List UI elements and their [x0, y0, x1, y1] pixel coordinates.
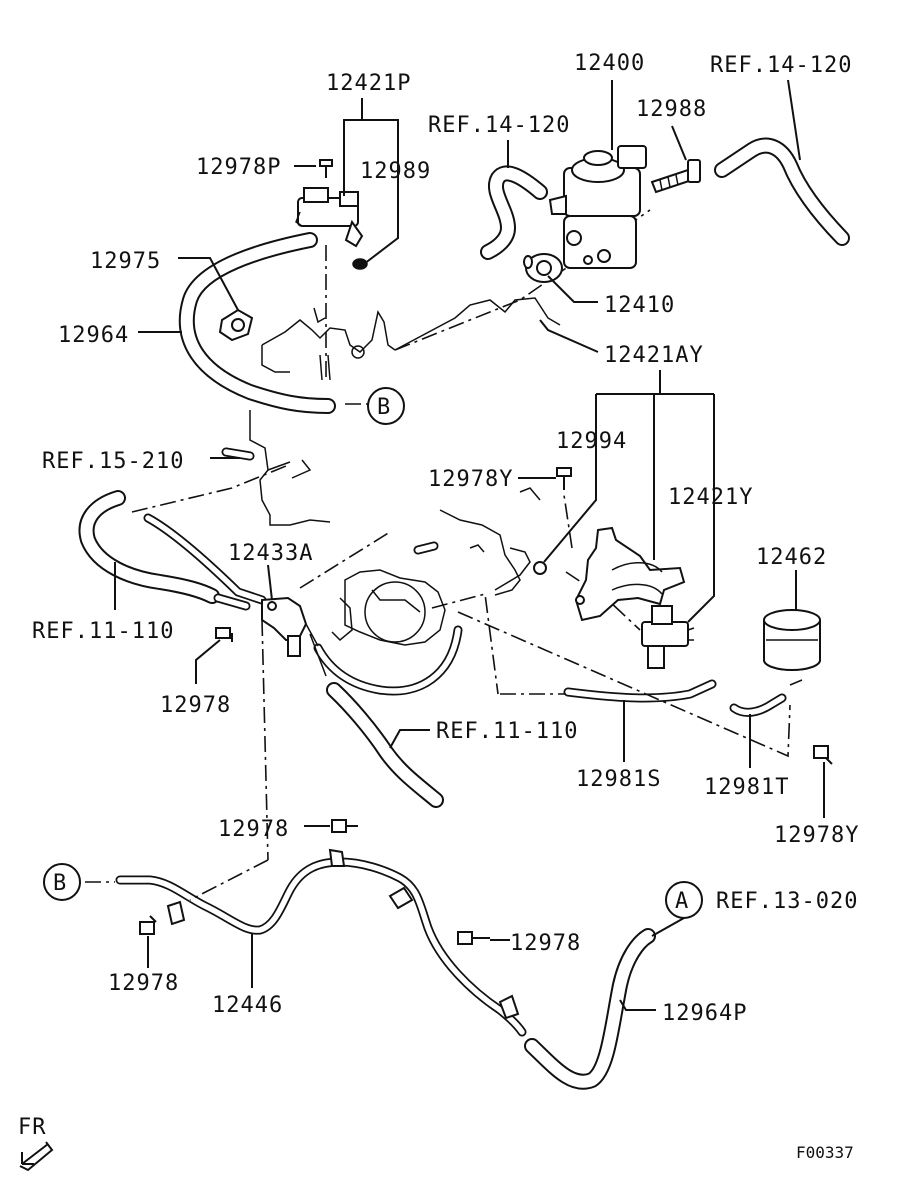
label-12975: 12975 [90, 249, 161, 274]
label-12410: 12410 [604, 293, 675, 318]
label-12462: 12462 [756, 545, 827, 570]
label-ref14-120-right: REF.14-120 [710, 53, 852, 78]
label-ref13-020: REF.13-020 [716, 889, 858, 914]
egr-valve-12400 [548, 145, 647, 269]
hoses [78, 137, 850, 1090]
canister-12462 [763, 609, 821, 686]
label-12433A: 12433A [228, 541, 313, 566]
bolt-12978-mid [331, 819, 358, 833]
label-12964: 12964 [58, 323, 129, 348]
bolt-12978-lower-right [457, 931, 490, 945]
bolt-12978Y-top [556, 467, 572, 490]
callout-a: A [665, 881, 703, 919]
pipe-brackets [166, 848, 520, 1020]
bolt-12978-left [215, 627, 233, 642]
label-12978-lower-left: 12978 [108, 971, 179, 996]
clamp-12975 [218, 308, 254, 342]
callout-a-text: A [675, 889, 689, 914]
engine-outline [249, 297, 561, 646]
callout-b-bottom: B [43, 863, 81, 901]
o-ring-12989 [352, 258, 368, 270]
label-ref11-110-left: REF.11-110 [32, 619, 174, 644]
figure-id: F00337 [796, 1143, 854, 1162]
callout-b-top-text: B [377, 395, 391, 420]
direction-label: FR [18, 1115, 47, 1140]
label-ref11-110-right: REF.11-110 [436, 719, 578, 744]
nut-12994 [533, 561, 547, 575]
label-12400: 12400 [574, 51, 645, 76]
label-12421AY: 12421AY [604, 343, 704, 368]
label-12978-left: 12978 [160, 693, 231, 718]
label-12421Y: 12421Y [668, 485, 753, 510]
label-12446: 12446 [212, 993, 283, 1018]
leader-lines [114, 79, 825, 1011]
bracket-12421AY [574, 526, 686, 622]
label-12964P: 12964P [662, 1001, 747, 1026]
arrow-icon [19, 1141, 54, 1172]
bolt-12978P [319, 159, 333, 178]
label-12978Y-right: 12978Y [774, 823, 859, 848]
label-12978-lower-right: 12978 [510, 931, 581, 956]
bolt-12978-lower-left [139, 915, 157, 935]
solenoid-12421P [295, 187, 364, 248]
callout-b-bottom-text: B [53, 871, 67, 896]
label-12981T: 12981T [704, 775, 789, 800]
label-ref15-210: REF.15-210 [42, 449, 184, 474]
direction-indicator: FR [18, 1115, 54, 1172]
label-12978P: 12978P [196, 155, 281, 180]
label-12978Y-top: 12978Y [428, 467, 513, 492]
bolt-12988 [650, 159, 701, 194]
bracket-12433A [261, 596, 327, 677]
label-12988: 12988 [636, 97, 707, 122]
gasket-12410 [523, 253, 563, 283]
part-labels: 12421P 12978P 12989 12400 REF.14-120 REF… [32, 51, 859, 1026]
label-ref14-120-left: REF.14-120 [428, 113, 570, 138]
label-12978-mid: 12978 [218, 817, 289, 842]
label-12981S: 12981S [576, 767, 661, 792]
bolt-12978Y-right [813, 745, 833, 765]
label-12989: 12989 [360, 159, 431, 184]
label-12994: 12994 [556, 429, 627, 454]
label-12421P: 12421P [326, 71, 411, 96]
callout-b-top: B [367, 387, 405, 425]
solenoid-12421Y [641, 605, 695, 669]
